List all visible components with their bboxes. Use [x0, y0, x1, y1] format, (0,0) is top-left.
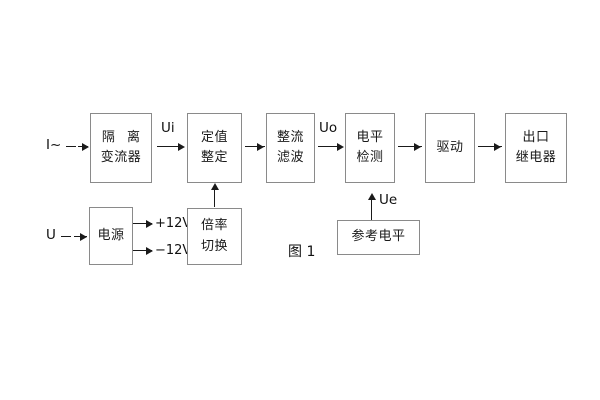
signal-label-uo: Uo: [319, 120, 338, 136]
link-rectify-to-level: [318, 146, 340, 147]
block-reference-level: 参考电平: [337, 220, 420, 255]
signal-label-ue: Ue: [379, 192, 398, 208]
block-rectify-filter: 整流 滤波: [266, 113, 315, 183]
link-rectify-to-level-arrow: [337, 142, 344, 151]
link-level-to-drive: [398, 146, 422, 147]
rail-negative-label: −12V: [155, 243, 192, 258]
block-drive: 驱动: [425, 113, 475, 183]
signal-label-ui: Ui: [161, 120, 175, 136]
link-drive-to-relay: [478, 146, 502, 147]
block-power-supply: 电源: [89, 207, 133, 265]
block-multiplier-switch-line-1: 倍率: [200, 218, 228, 234]
block-isolation-ct-line-1: 隔 离: [101, 129, 145, 145]
link-setting-to-rectify-arrow: [257, 142, 264, 151]
block-output-relay: 出口 继电器: [505, 113, 567, 183]
block-level-detect-line-1: 电平: [356, 129, 384, 145]
block-setting-value-line-1: 定值: [200, 129, 228, 145]
input-current-arrow: [82, 142, 89, 151]
block-power-supply-line-1: 电源: [97, 227, 125, 243]
rail-negative-line: [133, 250, 152, 251]
input-voltage-lead-dash: [61, 236, 71, 237]
link-level-to-drive-arrow: [414, 142, 421, 151]
rail-positive-label: +12V: [155, 216, 192, 231]
link-drive-to-relay-arrow: [494, 142, 501, 151]
link-multiplier-to-setting-arrow: [210, 183, 219, 190]
block-setting-value: 定值 整定: [187, 113, 242, 183]
block-output-relay-line-2: 继电器: [515, 150, 557, 165]
link-reference-to-level: [371, 199, 372, 220]
block-level-detect-line-2: 检测: [356, 150, 384, 165]
block-multiplier-switch-line-2: 切换: [200, 238, 228, 254]
link-isolation-to-setting-arrow: [178, 142, 185, 151]
block-output-relay-line-1: 出口: [522, 129, 550, 145]
rail-negative-arrow: [146, 246, 153, 255]
link-isolation-to-setting: [157, 146, 180, 147]
link-reference-to-level-arrow: [367, 193, 376, 200]
input-label-current: I~: [46, 137, 62, 153]
block-reference-level-line-1: 参考电平: [351, 229, 406, 245]
block-setting-value-line-2: 整定: [200, 150, 228, 165]
block-rectify-filter-line-1: 整流: [276, 129, 304, 145]
block-isolation-ct-line-2: 变流器: [100, 150, 142, 165]
block-rectify-filter-line-2: 滤波: [276, 150, 304, 165]
input-current-lead-dash: [66, 146, 76, 147]
input-label-voltage: U: [46, 227, 56, 243]
block-isolation-ct: 隔 离 变流器: [90, 113, 152, 183]
rail-positive-arrow: [146, 219, 153, 228]
link-setting-to-rectify: [245, 146, 265, 147]
block-level-detect: 电平 检测: [345, 113, 395, 183]
input-voltage-arrow: [80, 232, 87, 241]
rail-positive-line: [133, 223, 152, 224]
block-multiplier-switch: 倍率 切换: [187, 208, 242, 265]
link-multiplier-to-setting: [214, 186, 215, 207]
block-drive-line-1: 驱动: [436, 139, 464, 155]
figure-caption: 图 1: [288, 244, 316, 260]
